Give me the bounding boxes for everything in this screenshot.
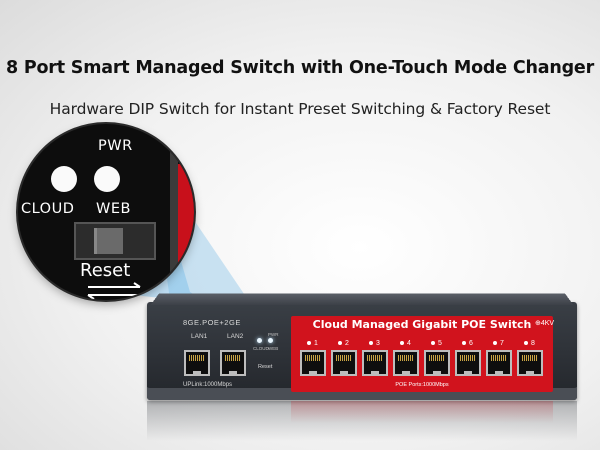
poe-port-4[interactable] <box>393 350 419 376</box>
port-number-3: 3 <box>369 340 380 347</box>
uplink-port-1[interactable] <box>184 350 210 376</box>
panel-title: Cloud Managed Gigabit POE Switch <box>312 318 532 331</box>
uplink-port-2[interactable] <box>220 350 246 376</box>
poe-port-5[interactable] <box>424 350 450 376</box>
led-cloud-label: CLOUD <box>253 346 269 351</box>
surge-label: 4KV <box>540 320 555 327</box>
web-led <box>268 338 273 343</box>
subheadline: Hardware DIP Switch for Instant Preset S… <box>49 100 551 118</box>
surge-shield-icon: ⊕4KV <box>535 320 555 327</box>
switch-device: 8GE.POE+2GE LAN1 LAN2 UPLink:1000Mbps PW… <box>147 293 577 400</box>
zoom-cloud-label: CLOUD <box>21 201 75 217</box>
port-number-4: 4 <box>400 340 411 347</box>
uplink-speed-label: UPLink:1000Mbps <box>183 382 233 388</box>
device-reflection <box>147 401 577 441</box>
headline: 8 Port Smart Managed Switch with One-Tou… <box>5 58 595 78</box>
cloud-led <box>257 338 262 343</box>
dip-switch-knob[interactable] <box>94 228 123 254</box>
zoom-pwr-label: PWR <box>98 138 133 154</box>
poe-port-7[interactable] <box>486 350 512 376</box>
port-number-1: 1 <box>307 340 318 347</box>
poe-speed-label: POE Ports:1000Mbps <box>395 382 449 388</box>
reflection-red <box>291 401 553 423</box>
poe-port-8[interactable] <box>517 350 543 376</box>
port-group-label: 8GE.POE+2GE <box>183 318 241 327</box>
lan2-label: LAN2 <box>227 333 244 340</box>
chassis-edge <box>170 124 178 300</box>
zoom-web-label: WEB <box>96 201 131 217</box>
poe-port-2[interactable] <box>331 350 357 376</box>
poe-port-6[interactable] <box>455 350 481 376</box>
port-number-8: 8 <box>524 340 535 347</box>
zoom-cloud-led <box>51 166 77 192</box>
port-number-7: 7 <box>493 340 504 347</box>
port-number-6: 6 <box>462 340 473 347</box>
poe-port-1[interactable] <box>300 350 326 376</box>
lan1-label: LAN1 <box>191 333 208 340</box>
led-web-label: WEB <box>268 346 279 351</box>
port-number-2: 2 <box>338 340 349 347</box>
zoom-reset-label: Reset <box>80 260 131 281</box>
zoom-web-led <box>94 166 120 192</box>
red-panel-edge <box>178 164 194 300</box>
device-reset-label: Reset <box>258 364 273 370</box>
led-pwr-label: PWR <box>268 332 279 337</box>
reset-zoom-inset: PWR CLOUD WEB Reset <box>18 124 194 300</box>
port-number-5: 5 <box>431 340 442 347</box>
dip-switch-slot[interactable] <box>74 222 156 260</box>
switch-top-cover <box>150 293 574 305</box>
reset-arrows-icon <box>87 282 141 300</box>
poe-port-3[interactable] <box>362 350 388 376</box>
